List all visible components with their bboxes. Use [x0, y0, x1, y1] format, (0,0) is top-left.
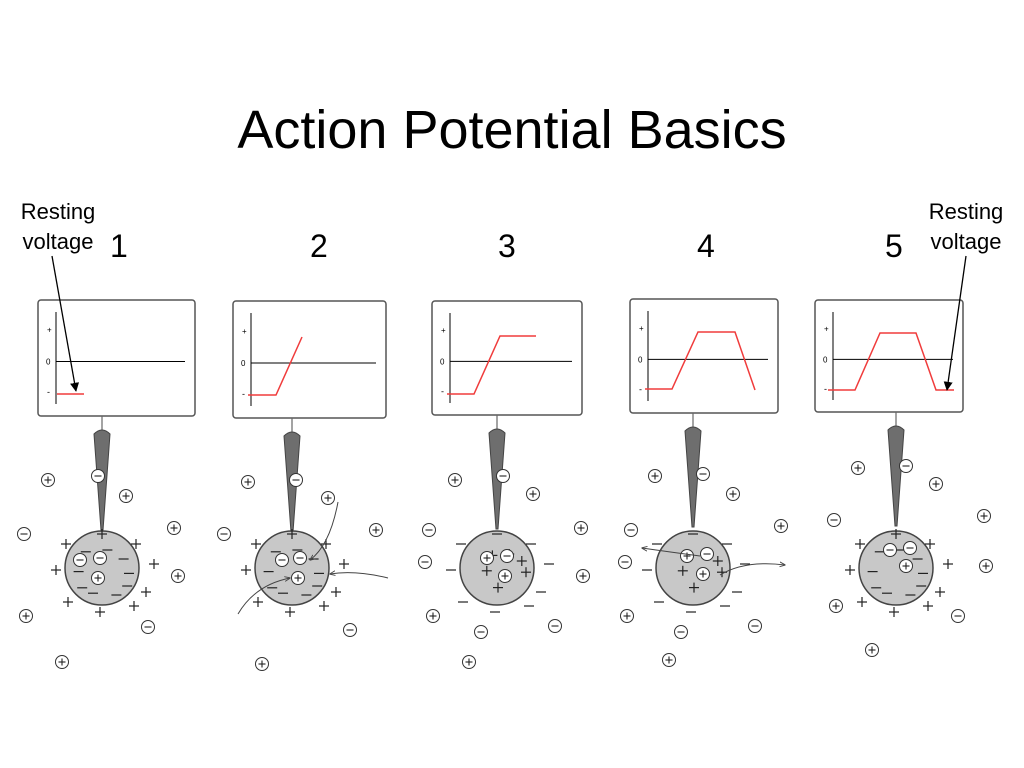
- axis-minus-label: -: [639, 384, 642, 394]
- axis-plus-label: +: [47, 325, 52, 334]
- voltage-trace: [645, 331, 756, 391]
- voltage-trace: [828, 332, 954, 391]
- slide-title: Action Potential Basics: [237, 100, 787, 160]
- neuron-cell: [655, 530, 731, 606]
- axis-minus-label: -: [824, 384, 827, 394]
- stage-number-3: 3: [498, 228, 516, 264]
- axis-minus-label: -: [47, 387, 50, 397]
- neuron-cell: [459, 530, 535, 606]
- callout-line: Resting: [928, 199, 1004, 224]
- neuron-cell: [858, 530, 934, 606]
- ion-flow-arrow: [330, 573, 389, 579]
- callout-arrow-left: [51, 255, 80, 392]
- stage-number-4: 4: [697, 228, 715, 264]
- scope-box: [814, 299, 964, 413]
- scope-box: [37, 299, 196, 417]
- electrode: [887, 425, 905, 527]
- axis-zero-label: 0: [241, 359, 246, 368]
- axis-plus-label: +: [242, 327, 247, 336]
- stage-number-5: 5: [885, 228, 903, 264]
- axis-minus-label: -: [441, 386, 444, 396]
- electrode: [684, 426, 702, 528]
- callout-line: voltage: [22, 229, 94, 254]
- scope-box: [431, 300, 583, 416]
- axis-plus-label: +: [824, 324, 829, 333]
- callout-arrow-right: [943, 255, 967, 391]
- ion-flow-arrow: [642, 548, 701, 557]
- neuron-cell: [64, 530, 140, 606]
- scope-box: [232, 300, 387, 419]
- axis-plus-label: +: [441, 326, 446, 335]
- axis-minus-label: -: [242, 389, 245, 399]
- ion-flow-arrow: [237, 578, 290, 615]
- stage-number-1: 1: [110, 228, 128, 264]
- resting-voltage-callout-right: Resting voltage: [916, 197, 1016, 257]
- ion-flow-arrow: [310, 501, 339, 560]
- voltage-trace: [447, 335, 536, 395]
- voltage-trace: [248, 336, 303, 396]
- axis-zero-label: 0: [46, 357, 51, 366]
- resting-voltage-callout-left: Resting voltage: [8, 197, 108, 257]
- callout-line: Resting: [20, 199, 96, 224]
- scope-box: [629, 298, 779, 414]
- axis-plus-label: +: [639, 324, 644, 333]
- neuron-cell: [254, 530, 330, 606]
- axis-zero-label: 0: [638, 355, 643, 364]
- axis-zero-label: 0: [823, 355, 828, 364]
- axis-zero-label: 0: [440, 357, 445, 366]
- callout-line: voltage: [930, 229, 1002, 254]
- stage-number-2: 2: [310, 228, 328, 264]
- ion-flow-arrow: [719, 564, 785, 576]
